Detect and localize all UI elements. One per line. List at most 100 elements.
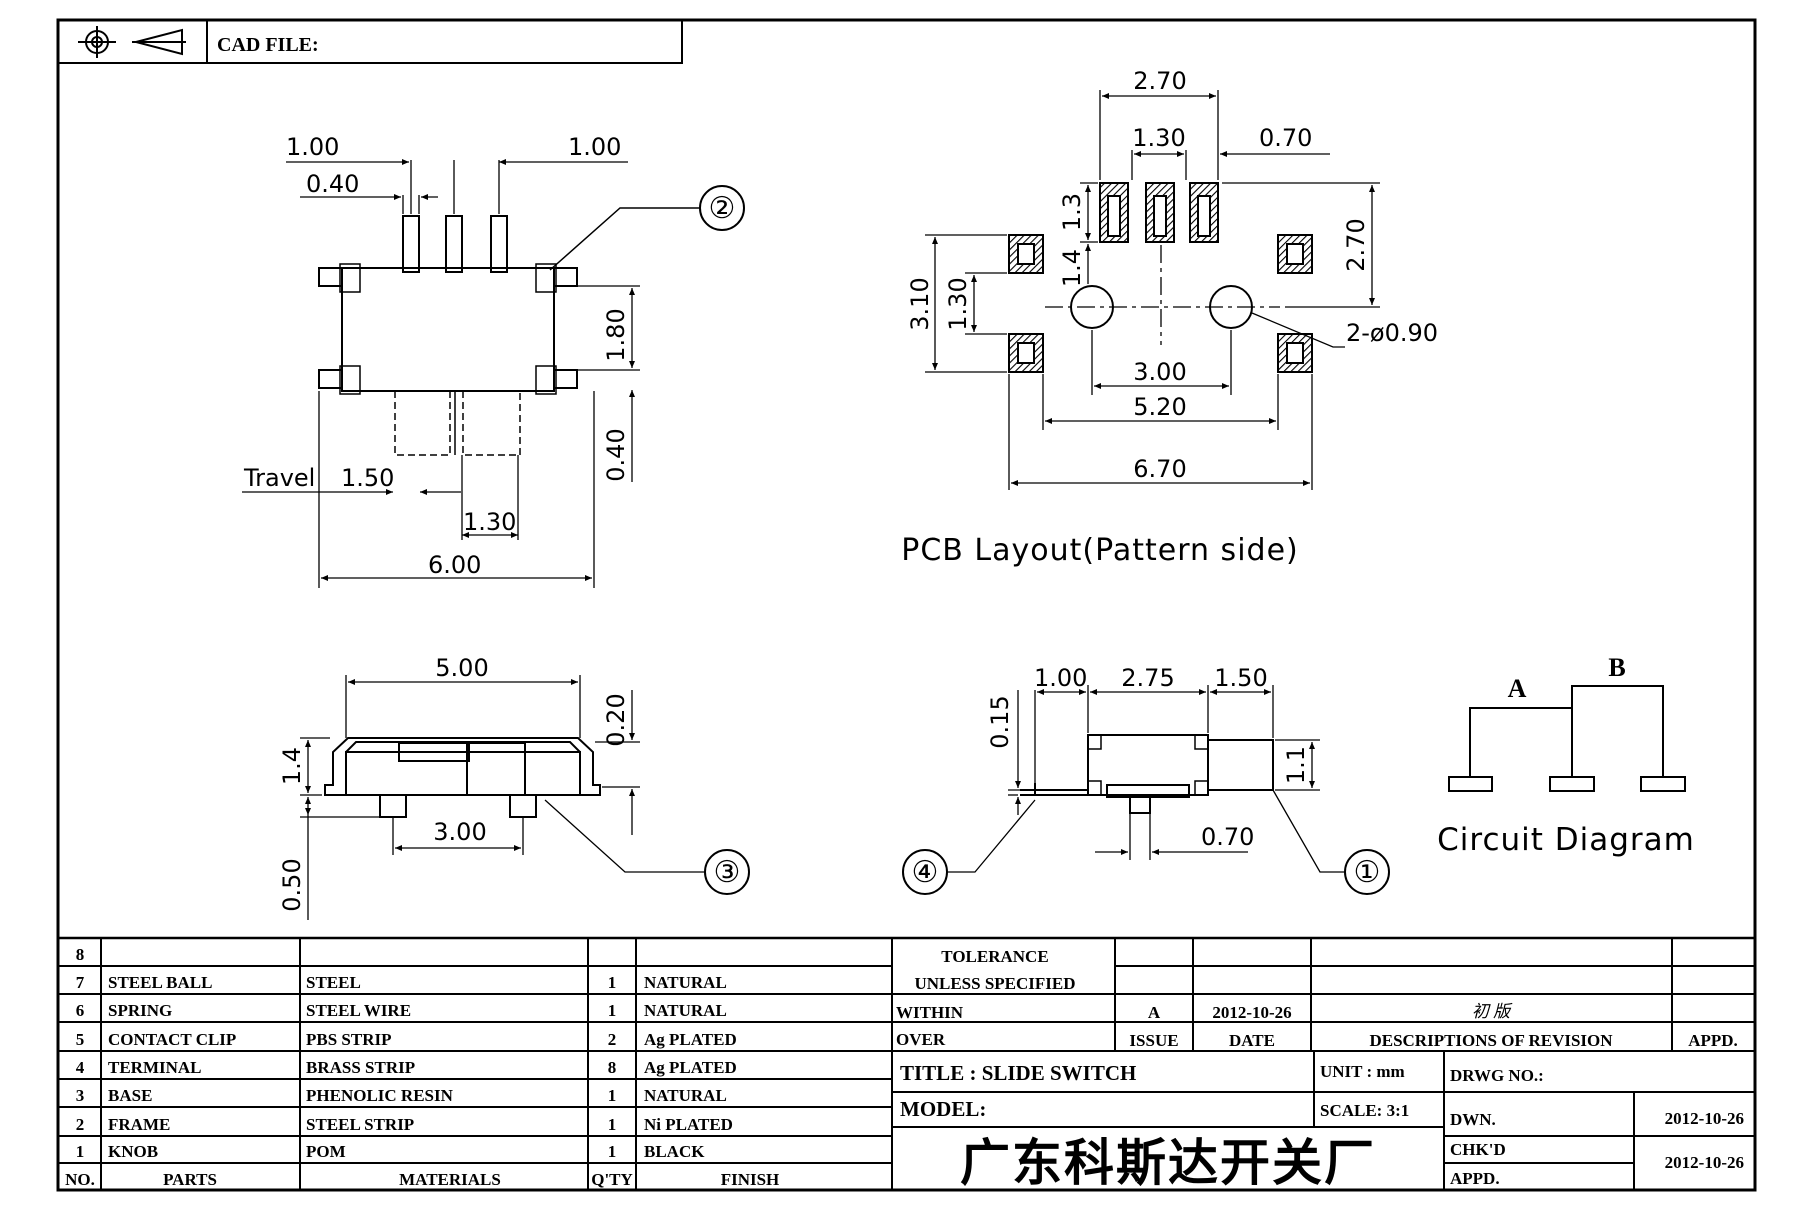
- bom-cell-part: STEEL BALL: [108, 973, 212, 992]
- bom-cell-qty: 8: [608, 1058, 617, 1077]
- pcb-dim-outer-height: 3.10: [906, 277, 934, 330]
- bom-cell-no: 4: [76, 1058, 85, 1077]
- pcb-dim-holes: 2-ø0.90: [1346, 319, 1438, 347]
- issue-header: ISSUE: [1129, 1031, 1178, 1050]
- bom-cell-part: TERMINAL: [108, 1058, 202, 1077]
- top-view: [242, 159, 745, 588]
- dim-knob-width: 1.30: [463, 508, 516, 536]
- side-dim-c: 1.50: [1214, 664, 1267, 692]
- bom-cell-material: BRASS STRIP: [306, 1058, 415, 1077]
- drwg-no-label: DRWG NO.:: [1450, 1066, 1544, 1085]
- dim-overall-width: 6.00: [428, 551, 481, 579]
- circuit-title: Circuit Diagram: [1437, 822, 1695, 858]
- cad-file-label: CAD FILE:: [217, 34, 319, 56]
- bom-cell-finish: Ni PLATED: [644, 1115, 733, 1134]
- bom-header-finish: FINISH: [721, 1170, 780, 1189]
- pcb-dim-hole-spacing: 3.00: [1133, 358, 1186, 386]
- sheet-border: [56, 18, 1757, 1192]
- revision-description: 初 版: [1472, 1002, 1513, 1021]
- bom-cell-material: POM: [306, 1142, 346, 1161]
- bom-cell-no: 6: [76, 1001, 85, 1020]
- callout-3: ③: [714, 855, 741, 890]
- bom-cell-material: PHENOLIC RESIN: [306, 1086, 454, 1105]
- revision-date: 2012-10-26: [1212, 1003, 1291, 1022]
- top-view-labels: 1.00 0.40 1.00 1.80 0.40 Travel 1.50 1.3…: [243, 133, 735, 579]
- bom-cell-qty: 1: [608, 1142, 617, 1161]
- pcb-dim-inner-span: 5.20: [1133, 393, 1186, 421]
- dim-pin-pitch-right: 1.00: [568, 133, 621, 161]
- side-dim-b: 2.75: [1121, 664, 1174, 692]
- bom-cell-no: 2: [76, 1115, 85, 1134]
- bom-header-parts: PARTS: [163, 1170, 217, 1189]
- bom-cell-material: PBS STRIP: [306, 1030, 392, 1049]
- bom-cell-no: 1: [76, 1142, 85, 1161]
- pcb-dim-hole-offset: 1.30: [944, 277, 972, 330]
- bom-header-materials: MATERIALS: [399, 1170, 501, 1189]
- bom-cell-material: STEEL: [306, 973, 361, 992]
- chkd-label: CHK'D: [1450, 1140, 1506, 1159]
- bom-cell-part: BASE: [108, 1086, 152, 1105]
- front-view: [300, 675, 750, 920]
- pcb-dim-outer-span: 6.70: [1133, 455, 1186, 483]
- bom-header-no: NO.: [65, 1170, 95, 1189]
- bom-cell-qty: 1: [608, 1115, 617, 1134]
- circuit-labels: A B Circuit Diagram: [1437, 653, 1695, 858]
- pcb-layout: [925, 90, 1380, 490]
- chkd-date: 2012-10-26: [1665, 1153, 1744, 1172]
- dwn-date: 2012-10-26: [1665, 1109, 1744, 1128]
- pcb-layout-title: PCB Layout(Pattern side): [901, 533, 1298, 568]
- bom-cell-qty: 1: [608, 1001, 617, 1020]
- description-header: DESCRIPTIONS OF REVISION: [1369, 1031, 1613, 1050]
- bom-cell-no: 7: [76, 973, 85, 992]
- header-strip: CAD FILE:: [57, 19, 683, 64]
- unless-specified-label: UNLESS SPECIFIED: [914, 974, 1075, 993]
- pcb-dim-pad-pitch: 1.30: [1132, 124, 1185, 152]
- circuit-label-a: A: [1508, 674, 1527, 703]
- bom-cell-finish: NATURAL: [644, 973, 727, 992]
- pcb-dim-pad-span: 2.70: [1133, 67, 1186, 95]
- front-dim-height: 1.4: [278, 747, 306, 785]
- bom-cell-qty: 1: [608, 1086, 617, 1105]
- appd-label: APPD.: [1450, 1169, 1500, 1188]
- table-row: 7 STEEL BALL STEEL 1 NATURAL: [76, 973, 727, 992]
- bom-header-qty: Q'TY: [591, 1170, 633, 1189]
- front-view-labels: 5.00 0.20 1.4 3.00 0.50 ③: [278, 654, 740, 912]
- callout-4: ④: [912, 855, 939, 890]
- callout-1: ①: [1354, 855, 1381, 890]
- model-label: MODEL:: [900, 1097, 986, 1121]
- bom-cell-qty: 1: [608, 973, 617, 992]
- bom-cell-finish: Ag PLATED: [644, 1030, 737, 1049]
- front-dim-peg-spacing: 3.00: [433, 818, 486, 846]
- front-dim-top-thickness: 0.20: [602, 693, 630, 746]
- tolerance-label: TOLERANCE: [941, 947, 1048, 966]
- unit-label: UNIT : mm: [1320, 1062, 1405, 1081]
- dim-pin-pitch-left: 1.00: [286, 133, 339, 161]
- company-name: 广东科斯达开关厂: [960, 1134, 1376, 1192]
- bom-cell-no: 3: [76, 1086, 85, 1105]
- bom-cell-part: SPRING: [108, 1001, 172, 1020]
- dim-travel: 1.50: [341, 464, 394, 492]
- side-dim-ball-offset: 0.70: [1201, 823, 1254, 851]
- table-row: 3 BASE PHENOLIC RESIN 1 NATURAL: [76, 1086, 727, 1105]
- bom-cell-finish: NATURAL: [644, 1086, 727, 1105]
- table-row: 8: [76, 945, 85, 964]
- bom-cell-no: 5: [76, 1030, 85, 1049]
- title-block: TOLERANCE UNLESS SPECIFIED WITHIN OVER A…: [892, 938, 1755, 1192]
- bom-cell-qty: 2: [608, 1030, 617, 1049]
- dim-pin-width: 0.40: [306, 170, 359, 198]
- callout-2: ②: [709, 191, 736, 226]
- side-view-labels: 0.15 1.00 2.75 1.50 1.1 0.70 ④ ①: [912, 664, 1381, 890]
- pcb-dim-side-height: 2.70: [1342, 218, 1370, 271]
- revision-issue: A: [1148, 1003, 1161, 1022]
- bom-cell-material: STEEL STRIP: [306, 1115, 414, 1134]
- pcb-dim-pad-to-hole: 1.4: [1058, 249, 1086, 287]
- bom-cell-finish: BLACK: [644, 1142, 705, 1161]
- bom-cell-no: 8: [76, 945, 85, 964]
- side-dim-a: 1.00: [1034, 664, 1087, 692]
